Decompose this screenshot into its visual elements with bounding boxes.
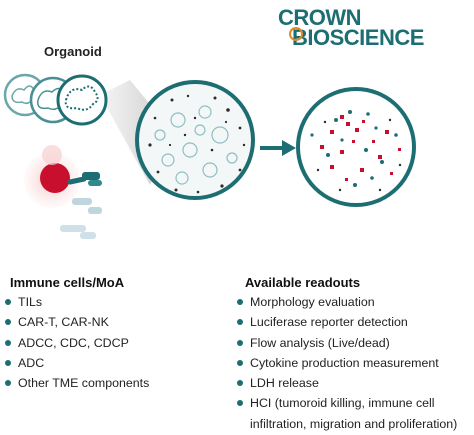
immune-cell-icon [24, 145, 80, 208]
list-item-label: Luciferase reporter detection [250, 315, 408, 330]
list-item-label: LDH release [250, 376, 319, 391]
well-before-icon [135, 80, 255, 200]
list-item: Morphology evaluation [235, 292, 457, 312]
well-after-icon [296, 87, 416, 207]
assay-illustration [3, 27, 416, 239]
list-item-label: HCI (tumoroid killing, immune cell [250, 396, 435, 411]
bullet-icon [237, 339, 243, 346]
list-item: HCI (tumoroid killing, immune cell [235, 393, 457, 413]
list-item: ADCC, CDC, CDCP [3, 333, 149, 353]
list-item: Flow analysis (Live/dead) [235, 333, 457, 353]
arrow-right-icon [260, 140, 296, 156]
list-item-label: ADC [18, 355, 45, 370]
immune-cells-title: Immune cells/MoA [10, 275, 125, 290]
antibody-faded-icon [60, 198, 102, 239]
bullet-icon [237, 380, 243, 387]
list-item-label: ADCC, CDC, CDCP [18, 335, 129, 350]
bullet-icon [237, 359, 243, 366]
list-item: LDH release [235, 373, 457, 393]
list-item-label: TILs [18, 295, 43, 309]
list-item-label: CAR-T, CAR-NK [18, 315, 109, 330]
list-item: Cytokine production measurement [235, 353, 457, 373]
logo-bioscience: BIOSCIENCE [292, 25, 424, 50]
antibody-icon [67, 172, 102, 186]
list-item: ADC [3, 353, 149, 373]
readouts-title: Available readouts [245, 275, 361, 290]
bullet-icon [5, 339, 11, 346]
bullet-icon [5, 319, 11, 326]
list-item-label: Other TME components [18, 376, 150, 391]
immune-cells-list: TILs CAR-T, CAR-NK ADCC, CDC, CDCP ADC O… [3, 292, 149, 393]
list-item: Other TME components [3, 373, 149, 393]
organoid-cluster-icon [3, 73, 108, 126]
list-item-label: Flow analysis (Live/dead) [250, 335, 390, 350]
organoid-label: Organoid [44, 44, 102, 59]
logo-crown: CROWN [278, 5, 362, 30]
list-item-label: Cytokine production measurement [250, 355, 439, 370]
list-item-continuation: infiltration, migration and proliferatio… [235, 414, 457, 434]
list-item-label: Morphology evaluation [250, 295, 375, 309]
list-item-label: infiltration, migration and proliferatio… [250, 416, 458, 431]
logo-ring-icon [289, 27, 303, 41]
bullet-icon [237, 319, 243, 326]
list-item: Luciferase reporter detection [235, 312, 457, 332]
readouts-list: Morphology evaluation Luciferase reporte… [235, 292, 457, 434]
list-item: CAR-T, CAR-NK [3, 312, 149, 332]
list-item: TILs [3, 292, 149, 312]
bullet-icon [237, 400, 243, 407]
bullet-icon [5, 359, 11, 366]
bullet-icon [237, 299, 243, 305]
bullet-icon [5, 380, 11, 387]
bullet-icon [5, 299, 11, 305]
